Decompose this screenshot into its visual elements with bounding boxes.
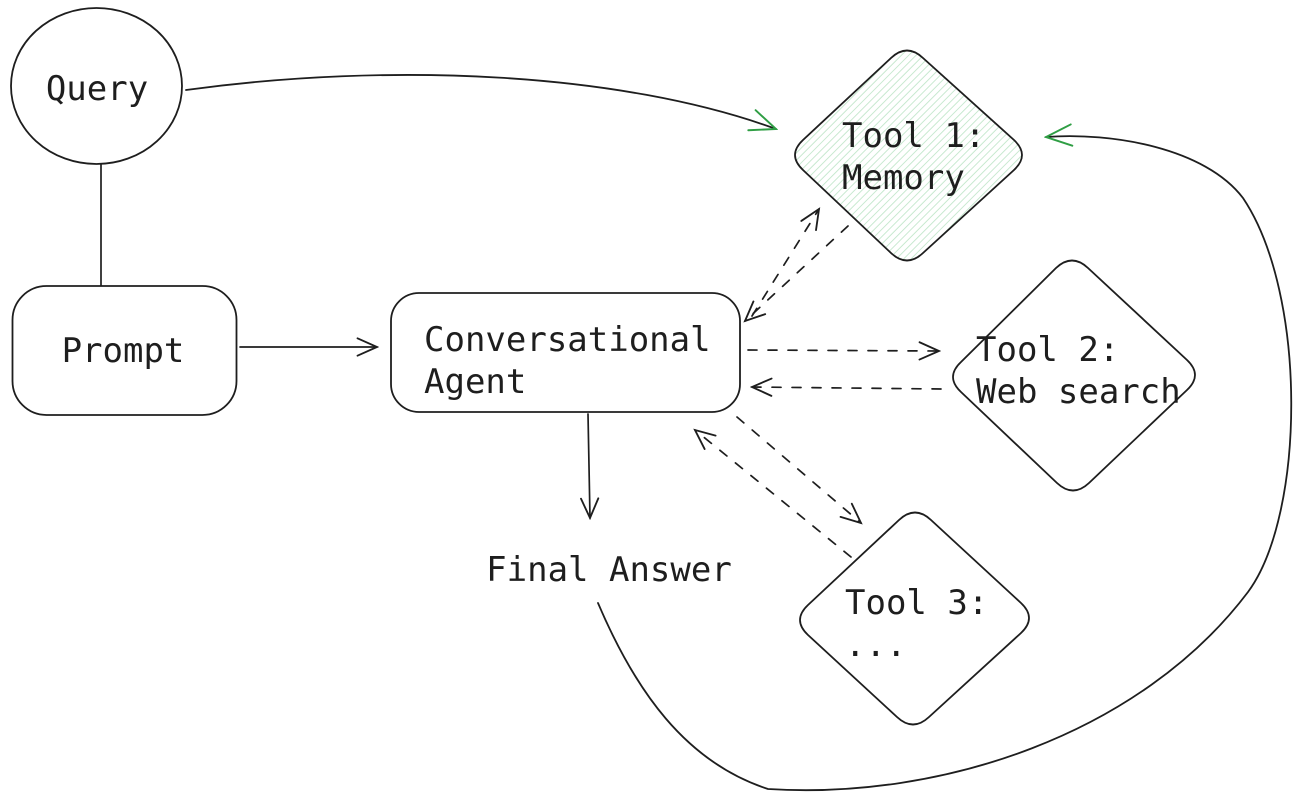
tool-websearch-label-line2: Web search xyxy=(976,372,1181,412)
tool-websearch-label-line1: Tool 2: xyxy=(976,330,1119,370)
arrow-query-memory[interactable] xyxy=(185,74,776,129)
agent-label-line1: Conversational xyxy=(424,320,711,360)
arrow-agent-memory[interactable] xyxy=(751,209,819,317)
agent-label-line2: Agent xyxy=(424,362,526,402)
arrow-websearch-agent[interactable] xyxy=(752,387,942,389)
tool-memory-node[interactable]: Tool 1: Memory xyxy=(794,49,1023,262)
arrow-agent-final-answer[interactable] xyxy=(588,413,590,518)
final-answer-label: Final Answer xyxy=(486,550,732,590)
tool-memory-label-line2: Memory xyxy=(842,158,965,198)
query-node[interactable]: Query xyxy=(10,7,183,165)
agent-node[interactable]: Conversational Agent xyxy=(390,292,741,413)
arrow-final-answer-memory-loop[interactable] xyxy=(597,136,1293,792)
prompt-node[interactable]: Prompt xyxy=(11,285,238,416)
tool-websearch-node[interactable]: Tool 2: Web search xyxy=(952,259,1196,492)
arrow-memory-agent[interactable] xyxy=(745,225,849,321)
query-label: Query xyxy=(46,69,148,109)
tool-memory-label-line1: Tool 1: xyxy=(842,116,985,156)
tool-other-label-line1: Tool 3: xyxy=(845,583,988,623)
arrow-agent-tool3[interactable] xyxy=(736,416,861,523)
prompt-label: Prompt xyxy=(62,331,185,371)
arrow-agent-websearch[interactable] xyxy=(747,350,939,351)
tool-other-node[interactable]: Tool 3: ... xyxy=(799,511,1030,726)
arrow-tool3-agent[interactable] xyxy=(695,430,852,558)
tool-other-label-line2: ... xyxy=(845,625,906,665)
